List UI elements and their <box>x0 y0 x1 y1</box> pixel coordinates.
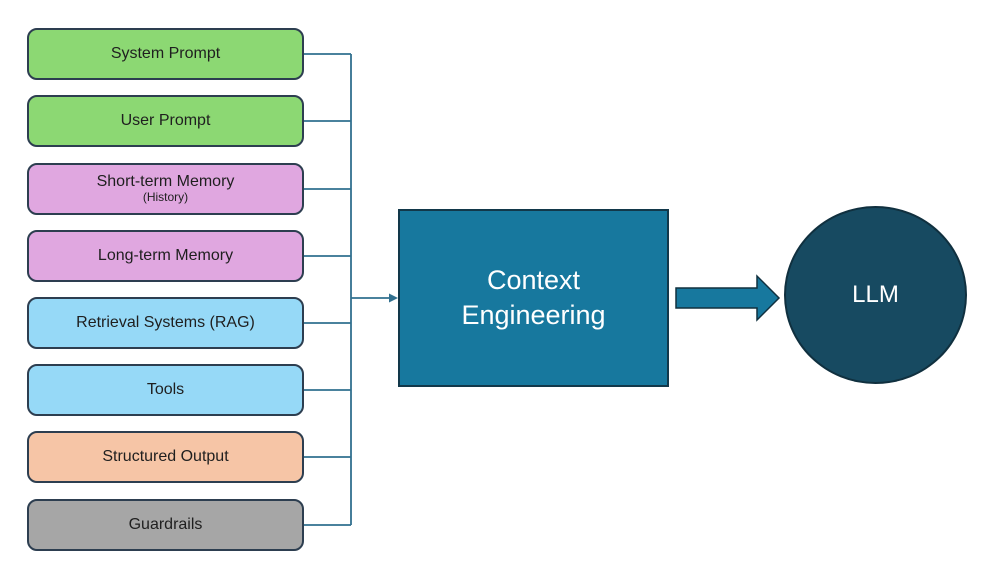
flow-arrow-icon <box>675 274 781 322</box>
input-box-label: Structured Output <box>102 447 229 465</box>
input-box-label: Guardrails <box>128 515 203 533</box>
input-box-guardrails: Guardrails <box>27 499 304 551</box>
llm-circle: LLM <box>784 206 967 384</box>
input-box-label: User Prompt <box>120 111 211 129</box>
input-box-retrieval-systems: Retrieval Systems (RAG) <box>27 297 304 349</box>
input-box-label: Long-term Memory <box>97 246 234 264</box>
context-engineering-label: Context Engineering <box>461 264 606 330</box>
arrowhead-icon <box>389 293 398 303</box>
input-box-sublabel: (History) <box>142 190 189 205</box>
input-box-label: Retrieval Systems (RAG) <box>76 313 255 331</box>
context-engineering-box: Context Engineering <box>398 209 669 387</box>
input-box-structured-output: Structured Output <box>27 431 304 483</box>
input-box-long-term-memory: Long-term Memory <box>27 230 304 282</box>
input-box-tools: Tools <box>27 364 304 416</box>
input-box-user-prompt: User Prompt <box>27 95 304 147</box>
input-box-system-prompt: System Prompt <box>27 28 304 80</box>
input-box-label: System Prompt <box>110 44 221 62</box>
llm-label: LLM <box>852 281 899 308</box>
input-box-short-term-memory: Short-term Memory (History) <box>27 163 304 215</box>
input-box-label: Tools <box>146 380 185 398</box>
input-box-label: Short-term Memory <box>96 172 235 190</box>
